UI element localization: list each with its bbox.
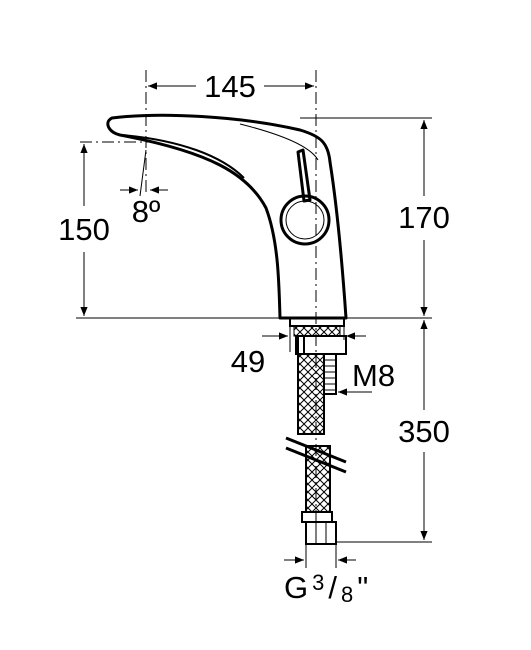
dim-170-label: 170 [398, 200, 450, 235]
base-mount [289, 317, 347, 355]
dim-150-label: 150 [58, 212, 110, 247]
connection-numerator: 3 [312, 570, 324, 595]
connection-denominator: 8 [341, 582, 353, 607]
dim-350: 350 [336, 320, 450, 543]
connection-quote: " [357, 570, 368, 605]
dim-connection: G 3 / 8 " [284, 544, 368, 607]
dim-150: 150 [58, 144, 290, 319]
dim-m8: M8 [338, 358, 395, 396]
dim-angle-label: 8º [132, 194, 161, 229]
svg-text:G 3 / 8: G 3 / 8 " [284, 570, 368, 607]
dim-angle: 8º [120, 149, 168, 229]
braided-hose [285, 353, 347, 545]
connection-main: G [284, 570, 308, 605]
dim-m8-label: M8 [352, 358, 395, 393]
dim-49: 49 [231, 318, 366, 379]
connection-slash: / [328, 570, 337, 605]
lever-handle [279, 148, 331, 246]
dim-145: 145 [148, 69, 314, 104]
dim-145-label: 145 [204, 69, 256, 104]
threaded-stud [323, 353, 337, 395]
dim-49-label: 49 [231, 344, 265, 379]
centerlines [80, 70, 317, 545]
dim-350-label: 350 [398, 414, 450, 449]
faucet-body [106, 113, 348, 320]
dim-170: 170 [300, 117, 450, 319]
